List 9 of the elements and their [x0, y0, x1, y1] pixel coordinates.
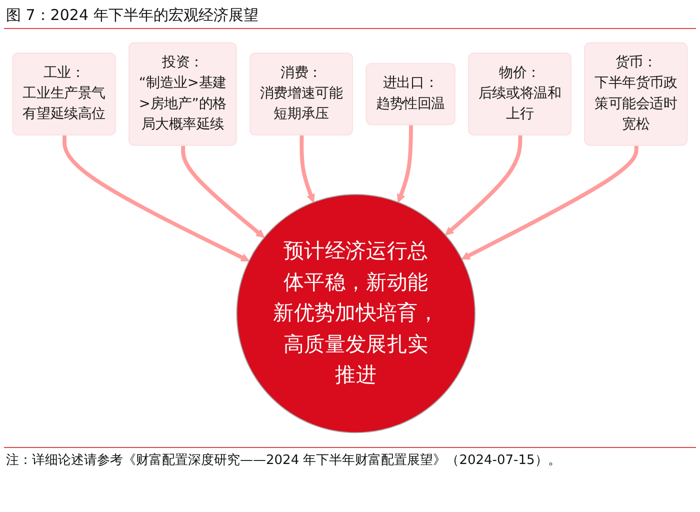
footnote: 注：详细论述请参考《财富配置深度研究——2024 年下半年财富配置展望》（2024-07-15）。 — [6, 452, 561, 470]
arrow — [396, 125, 413, 203]
arrow — [181, 146, 265, 238]
node-circle: 预计经济运行总体平稳，新动能新优势加快培育，高质量发展扎实推进 — [236, 194, 476, 434]
arrow — [445, 136, 522, 236]
figure-title: 图 7：2024 年下半年的宏观经济展望 — [6, 6, 258, 25]
arrow — [300, 136, 315, 203]
arrow — [461, 146, 638, 260]
arrow — [62, 136, 250, 262]
